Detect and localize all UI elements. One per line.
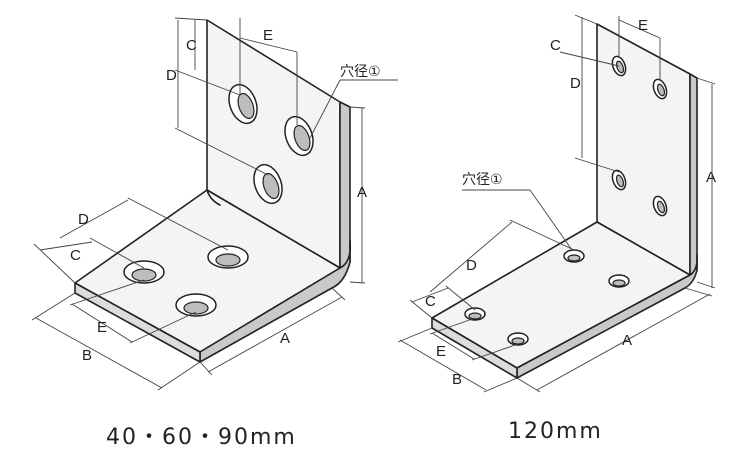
caption-left-sizes: 40・60・90mm bbox=[106, 425, 297, 450]
left-label-D-bottom: D bbox=[78, 211, 89, 228]
caption-right-size: 120mm bbox=[508, 419, 603, 444]
right-label-C-bottom: C bbox=[425, 293, 436, 310]
right-label-B: B bbox=[452, 371, 462, 388]
right-label-C-top: C bbox=[550, 37, 561, 54]
left-label-E-top: E bbox=[263, 27, 273, 44]
left-bracket: E C D A A B E C D 穴径① bbox=[31, 17, 398, 391]
right-dimensions bbox=[397, 14, 716, 393]
left-label-B: B bbox=[82, 347, 92, 364]
left-label-C-top: C bbox=[186, 37, 197, 54]
right-horizontal-holes bbox=[464, 249, 630, 346]
right-label-E-top: E bbox=[638, 17, 648, 34]
left-label-A-bottom: A bbox=[280, 330, 290, 347]
left-hole-note: 穴径① bbox=[340, 64, 381, 80]
right-hole-note: 穴径① bbox=[462, 172, 503, 188]
right-bracket: E C D A A B E C D 穴径① bbox=[397, 14, 716, 393]
right-vertical-holes bbox=[611, 55, 668, 217]
right-label-D-bottom: D bbox=[466, 257, 477, 274]
left-label-C-bottom: C bbox=[70, 247, 81, 264]
right-label-E-bottom: E bbox=[436, 343, 446, 360]
left-label-A-right: A bbox=[357, 184, 367, 201]
right-vertical-edge bbox=[689, 73, 698, 276]
left-label-D-top: D bbox=[166, 67, 177, 84]
right-label-A-bottom: A bbox=[622, 332, 632, 349]
left-vertical-edge bbox=[339, 101, 351, 269]
left-label-E-bottom: E bbox=[97, 319, 107, 336]
left-horizontal-holes bbox=[123, 245, 249, 317]
left-inner-bend bbox=[206, 189, 221, 206]
right-label-D-top: D bbox=[570, 75, 581, 92]
left-vertical-holes bbox=[228, 83, 314, 205]
right-label-A-right: A bbox=[706, 169, 716, 186]
left-dimensions bbox=[31, 17, 398, 391]
